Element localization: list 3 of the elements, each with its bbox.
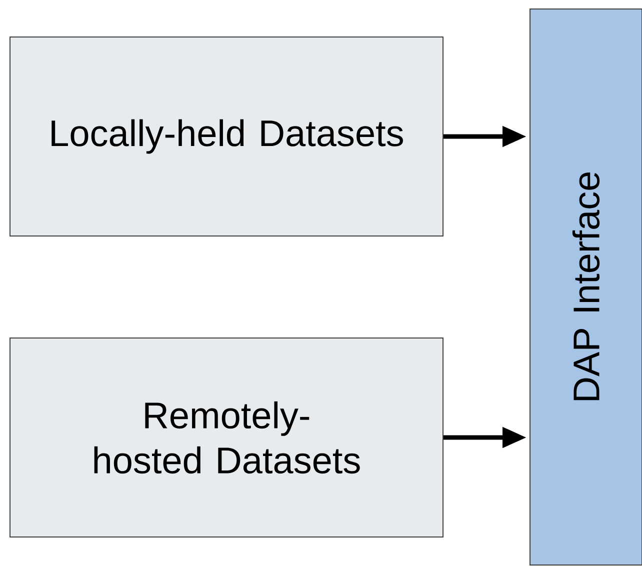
dataset-box: Remotely-hosted Datasets	[10, 338, 444, 538]
interface-bar: DAP Interface	[530, 8, 642, 566]
dataset-box: Locally-held Datasets	[10, 36, 444, 236]
